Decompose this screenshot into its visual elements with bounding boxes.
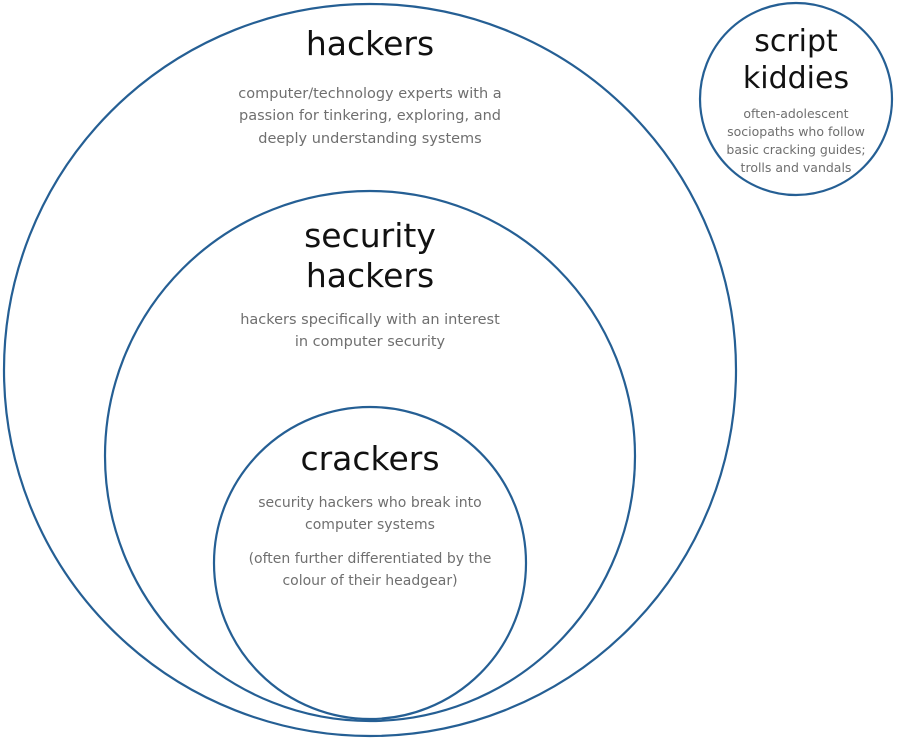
- security-hackers-circle: [103, 189, 637, 723]
- hackers-circle: [2, 2, 738, 738]
- crackers-circle: [212, 405, 528, 721]
- security-hackers-title: security hackers: [304, 216, 436, 296]
- script-kiddies-description: often-adolescent sociopaths who follow b…: [726, 106, 866, 176]
- crackers-note: (often further differentiated by the col…: [248, 551, 492, 589]
- crackers-title: crackers: [300, 439, 440, 478]
- crackers-description: security hackers who break into computer…: [258, 495, 482, 533]
- hackers-title: hackers: [305, 24, 435, 63]
- script-kiddies-circle: [698, 1, 894, 197]
- hackers-description: computer/technology experts with a passi…: [238, 86, 502, 147]
- script-kiddies-title: script kiddies: [742, 24, 850, 96]
- security-hackers-description: hackers specifically with an interest in…: [240, 312, 500, 351]
